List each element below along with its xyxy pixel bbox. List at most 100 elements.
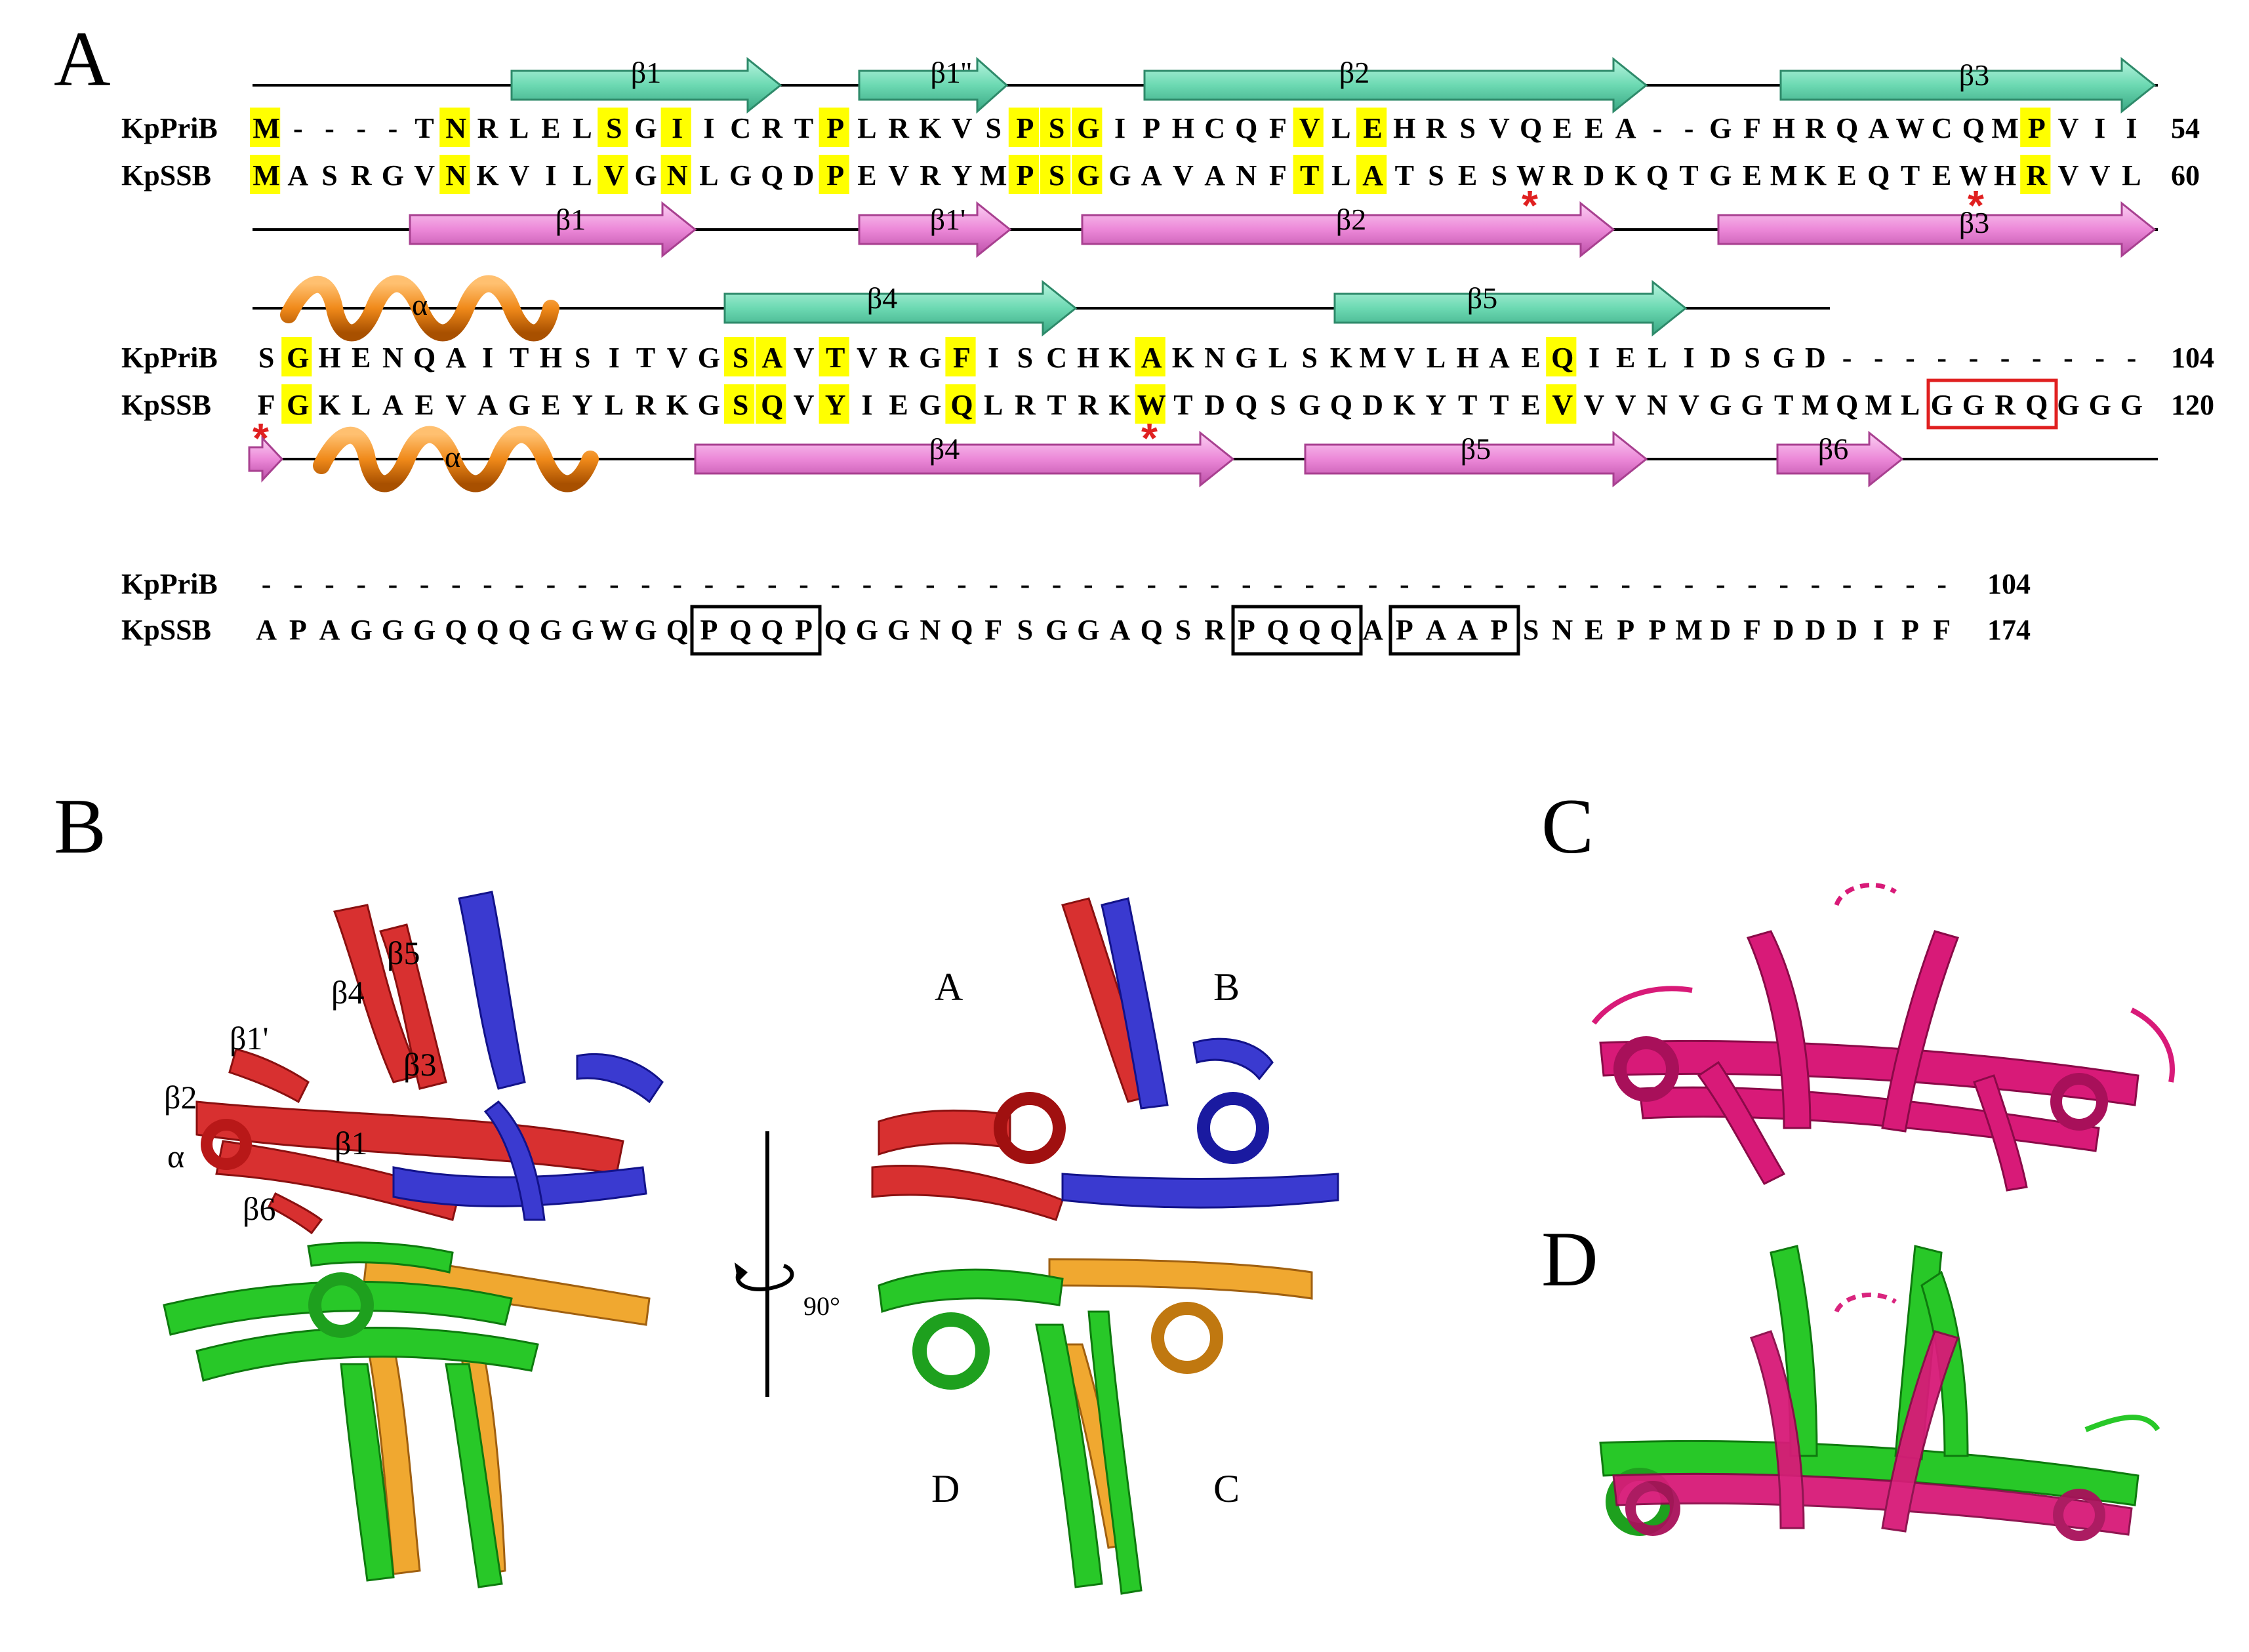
residue: Y bbox=[952, 159, 973, 191]
residue: I bbox=[1589, 342, 1600, 374]
residue: S bbox=[1744, 342, 1760, 374]
residue: - bbox=[483, 568, 493, 600]
residue: C bbox=[1932, 112, 1953, 144]
residue: I bbox=[861, 389, 872, 421]
conserved-highlight bbox=[1356, 155, 1387, 194]
residue: - bbox=[988, 568, 998, 600]
residue: Q bbox=[476, 614, 498, 646]
conserved-highlight bbox=[1356, 108, 1387, 147]
chain-d-ribbon bbox=[163, 1241, 539, 1588]
residue: A bbox=[1489, 342, 1510, 374]
residue: - bbox=[1937, 342, 1947, 374]
residue: N bbox=[667, 159, 688, 191]
residue: L bbox=[1268, 342, 1287, 374]
residue: L bbox=[984, 389, 1003, 421]
residue: G bbox=[1077, 159, 1099, 191]
ss-label: β4 bbox=[929, 432, 960, 466]
residue: G bbox=[571, 614, 594, 646]
residue: D bbox=[1362, 389, 1383, 421]
residue: - bbox=[262, 568, 272, 600]
residue: G bbox=[1045, 614, 1068, 646]
residue: T bbox=[1300, 159, 1319, 191]
residue: L bbox=[2122, 159, 2141, 191]
residue: - bbox=[1052, 568, 1062, 600]
residue: D bbox=[1773, 614, 1794, 646]
residue: - bbox=[736, 568, 746, 600]
residue: A bbox=[287, 159, 308, 191]
seq-end-number: 104 bbox=[2171, 342, 2214, 374]
residue: Q bbox=[1330, 614, 1352, 646]
residue: G bbox=[1108, 159, 1131, 191]
residue: Q bbox=[666, 614, 689, 646]
residue: - bbox=[1621, 568, 1631, 600]
tetramer-view-right: A B D C bbox=[871, 897, 1339, 1595]
residue: M bbox=[1802, 389, 1829, 421]
residue: C bbox=[730, 112, 751, 144]
residue: D bbox=[1710, 342, 1731, 374]
residue: M bbox=[1359, 342, 1387, 374]
residue: Y bbox=[825, 389, 846, 421]
residue: C bbox=[1046, 342, 1067, 374]
residue: - bbox=[1526, 568, 1536, 600]
residue: N bbox=[1236, 159, 1257, 191]
residue: R bbox=[920, 159, 941, 191]
conserved-highlight bbox=[1135, 384, 1165, 424]
residue: R bbox=[2026, 159, 2048, 191]
residue: H bbox=[1077, 342, 1099, 374]
residue: V bbox=[952, 112, 973, 144]
residue: M bbox=[1675, 614, 1703, 646]
residue: F bbox=[953, 342, 971, 374]
residue: E bbox=[1521, 342, 1540, 374]
residue: - bbox=[356, 112, 366, 144]
residue: - bbox=[1874, 568, 1884, 600]
residue: T bbox=[794, 112, 813, 144]
residue: A bbox=[477, 389, 498, 421]
seq-name: KpSSB bbox=[121, 389, 211, 421]
chain-label: B bbox=[1213, 965, 1240, 1009]
residue: Q bbox=[1867, 159, 1890, 191]
residue: E bbox=[415, 389, 434, 421]
residue: - bbox=[1842, 342, 1852, 374]
conserved-highlight bbox=[598, 155, 628, 194]
monomer-structure bbox=[1591, 883, 2175, 1192]
residue: - bbox=[451, 568, 461, 600]
residue: W bbox=[1959, 159, 1988, 191]
residue: A bbox=[1868, 112, 1889, 144]
residue: G bbox=[634, 112, 657, 144]
residue: - bbox=[388, 568, 398, 600]
residue: I bbox=[703, 112, 714, 144]
residue: V bbox=[667, 342, 688, 374]
residue: A bbox=[382, 389, 403, 421]
residue: G bbox=[1709, 389, 1732, 421]
residue: Q bbox=[1299, 614, 1321, 646]
residue: Q bbox=[729, 614, 752, 646]
magenta-ribbon bbox=[1612, 1292, 2133, 1541]
residue: H bbox=[1457, 342, 1479, 374]
residue: G bbox=[1299, 389, 1321, 421]
structure-label: β3 bbox=[403, 1046, 436, 1083]
residue: - bbox=[293, 112, 303, 144]
ssb-strand-b3 bbox=[1717, 201, 2157, 258]
residue: L bbox=[352, 389, 371, 421]
structure-label: β5 bbox=[387, 935, 420, 971]
residue: - bbox=[1811, 568, 1821, 600]
residue: - bbox=[325, 568, 334, 600]
residue: H bbox=[1393, 112, 1415, 144]
residue: Q bbox=[950, 389, 973, 421]
residue: - bbox=[1779, 568, 1789, 600]
chain-d-ribbon bbox=[878, 1268, 1143, 1595]
residue: Y bbox=[1426, 389, 1447, 421]
residue: A bbox=[1204, 159, 1225, 191]
residue: E bbox=[1585, 614, 1604, 646]
residue: T bbox=[1901, 159, 1920, 191]
residue: S bbox=[1017, 614, 1033, 646]
residue: - bbox=[1747, 568, 1757, 600]
residue: S bbox=[1175, 614, 1191, 646]
residue: - bbox=[1368, 568, 1378, 600]
residue: - bbox=[2000, 342, 2010, 374]
residue: V bbox=[2058, 112, 2079, 144]
block1-bottom-ss: β1 β1' β2 β3 bbox=[253, 201, 2158, 258]
residue: - bbox=[1400, 568, 1409, 600]
residue: - bbox=[1937, 568, 1947, 600]
